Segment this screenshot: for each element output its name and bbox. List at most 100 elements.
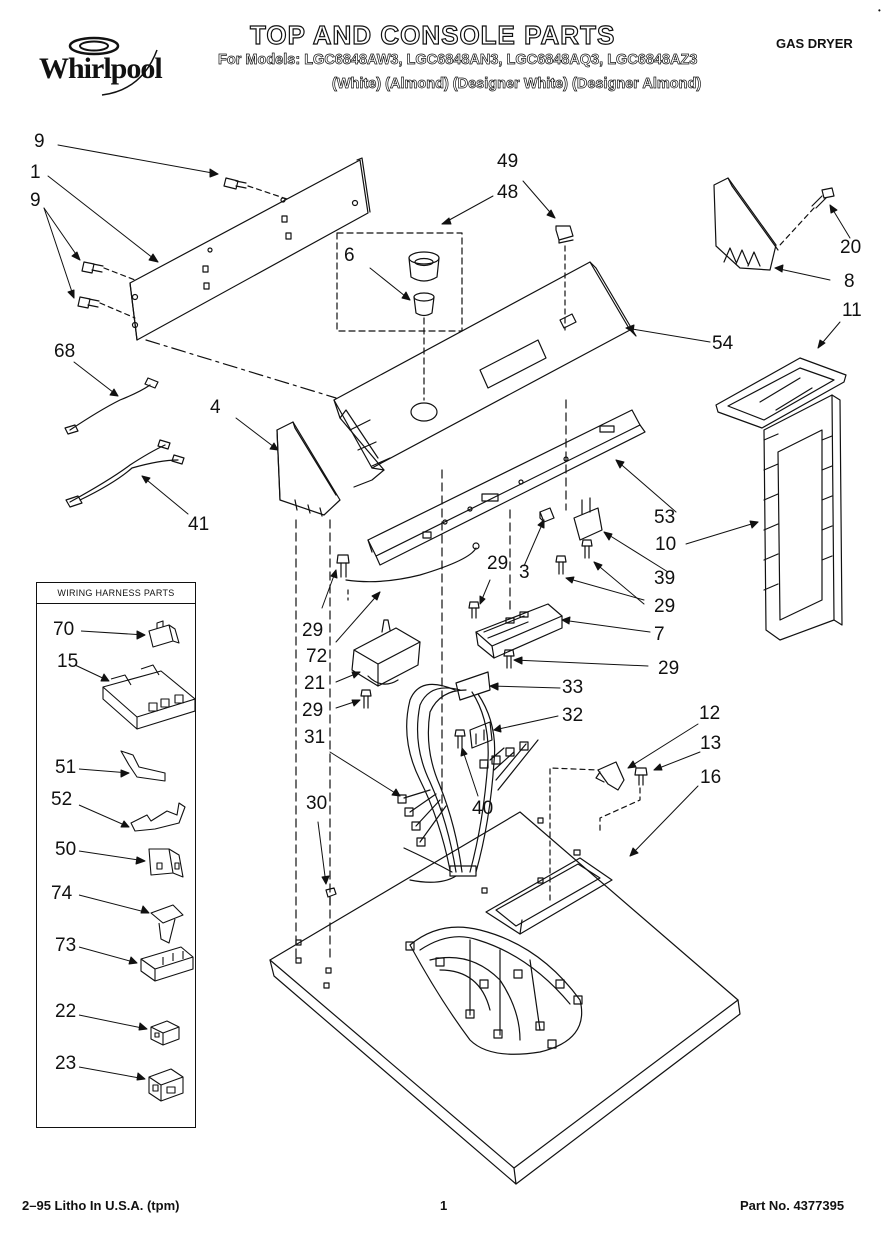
callout-29-upper: 29: [487, 553, 509, 574]
connector-70-icon: [148, 620, 180, 648]
harness-68: [64, 377, 159, 435]
harness-box-title: WIRING HARNESS PARTS: [57, 588, 175, 598]
rear-control-bracket: [367, 409, 646, 566]
bracket-12: [595, 761, 625, 791]
screw-29-c: [555, 555, 567, 575]
terminal-51-icon: [120, 750, 166, 782]
push-button: [555, 225, 574, 244]
callout-54: 54: [712, 333, 734, 354]
harness-41: [65, 439, 185, 508]
top-wiring-harness: [405, 926, 583, 1055]
callout-9-left: 9: [30, 190, 41, 211]
connector-22-icon: [150, 1020, 180, 1046]
screw-9-low: [77, 296, 100, 309]
harness-callout-23: 23: [55, 1053, 77, 1074]
console-end-cap: [276, 421, 341, 517]
appliance-type: GAS DRYER: [776, 36, 853, 51]
callout-20: 20: [840, 237, 862, 258]
harness-callout-74: 74: [51, 883, 73, 904]
models-line: For Models: LGC6848AW3, LGC6848AN3, LGC6…: [218, 52, 698, 69]
callout-9-top: 9: [34, 131, 45, 152]
callout-11: 11: [842, 300, 862, 321]
console-bracket: [129, 157, 371, 341]
corner-bracket: [713, 177, 779, 271]
corner-mark: •: [878, 6, 881, 15]
callout-16: 16: [700, 767, 722, 788]
colors-line: (White) (Almond) (Designer White) (Desig…: [332, 76, 702, 93]
lint-filter-lid: [715, 357, 847, 429]
callout-8: 8: [844, 271, 855, 292]
main-wiring-harness: [397, 671, 539, 883]
harness-callout-51: 51: [55, 757, 77, 778]
screw-20: [811, 187, 835, 209]
callout-49: 49: [497, 151, 519, 172]
lint-filter: [763, 394, 843, 641]
dryer-top: [269, 811, 741, 1185]
connector-23-icon: [148, 1068, 184, 1102]
harness-callout-73: 73: [55, 935, 77, 956]
callout-31: 31: [304, 727, 326, 748]
clip-30: [325, 887, 337, 906]
callout-33: 33: [562, 677, 584, 698]
screw-29-d: [581, 539, 593, 559]
screw-29-f: [360, 689, 372, 709]
callout-12: 12: [699, 703, 721, 724]
timer-motor: [351, 619, 421, 687]
callout-3: 3: [519, 562, 530, 583]
control-knob: [408, 251, 440, 317]
callout-29-right: 29: [654, 596, 676, 617]
callout-7: 7: [654, 624, 665, 645]
screw-29-a: [336, 554, 350, 578]
connector-73-icon: [140, 946, 194, 982]
terminal-52-icon: [130, 802, 186, 832]
harness-leaders: [74, 630, 150, 1081]
harness-parts-drawing: [74, 620, 195, 1102]
callout-29-board: 29: [658, 658, 680, 679]
switch-3: [539, 507, 555, 523]
connector-32: [469, 721, 493, 749]
brand-logo: Whirlpool: [32, 30, 192, 110]
control-board: [475, 603, 563, 659]
page-number: 1: [440, 1198, 448, 1213]
callout-10: 10: [655, 534, 677, 555]
screw-29-b: [468, 601, 480, 619]
wiring-harness-parts-box: WIRING HARNESS PARTS: [36, 582, 196, 1128]
callout-41: 41: [188, 514, 210, 535]
brand-name: Whirlpool: [39, 52, 163, 85]
callout-29-timer: 29: [302, 700, 324, 721]
terminal-block-39: [573, 497, 603, 541]
harness-callout-15: 15: [57, 651, 79, 672]
callout-72: 72: [306, 646, 328, 667]
callout-40: 40: [472, 798, 494, 819]
screw-40: [454, 729, 466, 749]
callout-39: 39: [654, 568, 676, 589]
part-number: Part No. 4377395: [740, 1198, 845, 1213]
callout-30: 30: [306, 793, 328, 814]
callout-4: 4: [210, 397, 221, 418]
callout-1: 1: [30, 162, 41, 183]
harness-callout-70: 70: [53, 619, 75, 640]
callout-13: 13: [700, 733, 722, 754]
whirlpool-swirl-icon: [68, 36, 158, 96]
callout-68: 68: [54, 341, 76, 362]
screw-9-mid: [81, 261, 104, 274]
harness-callout-50: 50: [55, 839, 77, 860]
callout-32: 32: [562, 705, 584, 726]
callout-29-left: 29: [302, 620, 324, 641]
callout-48: 48: [497, 182, 519, 203]
leader-lines: [43, 144, 851, 885]
console-panel: [333, 261, 637, 488]
callout-21: 21: [304, 673, 326, 694]
litho-note: 2–95 Litho In U.S.A. (tpm): [22, 1198, 180, 1213]
screw-13: [634, 767, 648, 786]
callout-6: 6: [344, 245, 355, 266]
harness-callout-22: 22: [55, 1001, 77, 1022]
connector-50-icon: [148, 848, 184, 878]
callout-53: 53: [654, 507, 676, 528]
harness-callout-52: 52: [51, 789, 73, 810]
page-title: TOP AND CONSOLE PARTS: [249, 19, 616, 50]
screw-9-top: [223, 177, 247, 190]
harness-box-divider: [37, 603, 195, 604]
connector-15-icon: [102, 664, 195, 730]
